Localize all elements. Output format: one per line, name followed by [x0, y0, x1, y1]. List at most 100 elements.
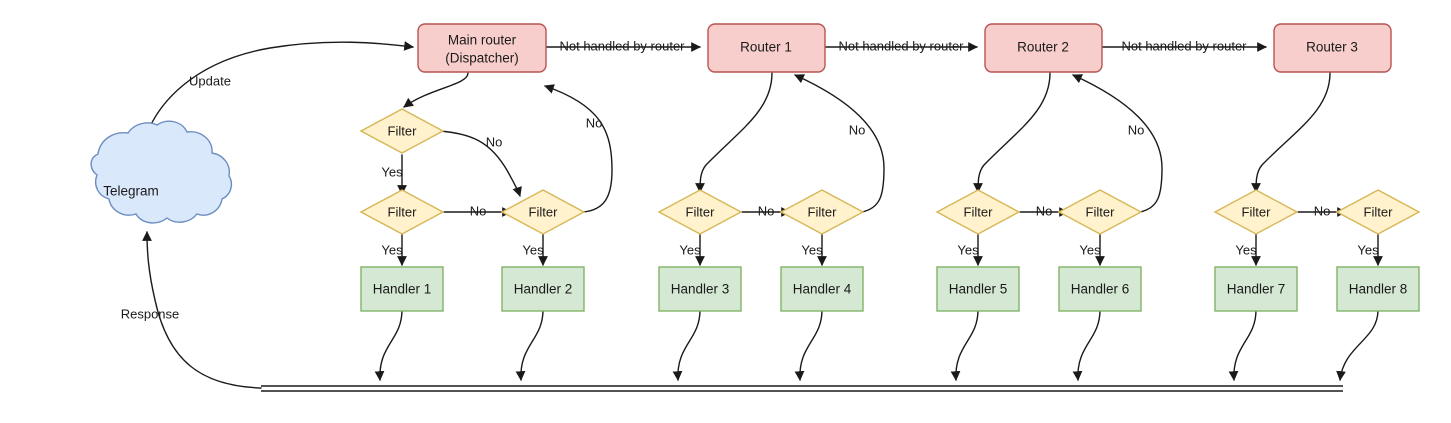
- label-yes-3: Yes: [522, 242, 544, 257]
- node-filter-6[interactable]: Filter: [935, 189, 1021, 235]
- node-filter-1[interactable]: Filter: [359, 108, 445, 154]
- node-filter-8[interactable]: Filter: [1213, 189, 1299, 235]
- edge-handler2-to-bus: [515, 309, 544, 381]
- node-filter-7[interactable]: Filter: [1057, 189, 1143, 235]
- node-handler-8[interactable]: Handler 8: [1336, 266, 1420, 312]
- handler-5-label: Handler 5: [949, 282, 1008, 297]
- handler-6-label: Handler 6: [1071, 282, 1130, 297]
- router-3-label: Router 3: [1306, 40, 1358, 55]
- node-handler-7[interactable]: Handler 7: [1214, 266, 1298, 312]
- filter-1-label: Filter: [388, 123, 418, 138]
- label-no-1: No: [486, 134, 503, 149]
- filter-6-diamond: [935, 189, 1021, 235]
- filter-5-label: Filter: [808, 204, 838, 219]
- node-handler-6[interactable]: Handler 6: [1058, 266, 1142, 312]
- router-2-label: Router 2: [1017, 40, 1069, 55]
- node-telegram[interactable]: Telegram: [90, 120, 233, 224]
- node-handler-2[interactable]: Handler 2: [501, 266, 585, 312]
- filter-5-diamond: [779, 189, 865, 235]
- label-yes-6: Yes: [957, 242, 979, 257]
- filter-3-diamond: [500, 189, 586, 235]
- label-yes-7: Yes: [1079, 242, 1101, 257]
- edge-filter2-no-mainrouter: [544, 84, 613, 213]
- filter-8-diamond: [1213, 189, 1299, 235]
- edge-filter5-no-router1: [794, 74, 885, 213]
- edge-filter7-no-router2: [1072, 74, 1163, 213]
- node-handler-4[interactable]: Handler 4: [780, 266, 864, 312]
- edge-handler7-to-bus: [1228, 309, 1257, 381]
- filter-2-diamond: [359, 189, 445, 235]
- label-update: Update: [189, 73, 231, 88]
- label-no-2: No: [586, 115, 603, 130]
- cloud-icon: [90, 120, 233, 224]
- edge-handler3-to-bus: [672, 309, 701, 381]
- label-no-7: No: [1036, 203, 1053, 218]
- node-filter-4[interactable]: Filter: [657, 189, 743, 235]
- edge-filter1-no-filter2: [439, 130, 522, 197]
- handler-2-label: Handler 2: [514, 282, 573, 297]
- filter-4-label: Filter: [686, 204, 716, 219]
- edge-handler6-to-bus: [1072, 309, 1101, 381]
- label-no-8: No: [1314, 203, 1331, 218]
- handler-8-box: [1336, 266, 1420, 312]
- filter-8-label: Filter: [1242, 204, 1272, 219]
- label-response: Response: [121, 306, 180, 321]
- node-filter-3[interactable]: Filter: [500, 189, 586, 235]
- node-filter-9[interactable]: Filter: [1335, 189, 1421, 235]
- node-handler-5[interactable]: Handler 5: [936, 266, 1020, 312]
- handler-1-box: [360, 266, 444, 312]
- edge-response: [142, 231, 262, 389]
- filter-7-label: Filter: [1086, 204, 1116, 219]
- router-3-box: [1273, 23, 1392, 73]
- filter-3-label: Filter: [529, 204, 559, 219]
- label-yes-8: Yes: [1235, 242, 1257, 257]
- handler-4-label: Handler 4: [793, 282, 852, 297]
- edge-handler1-to-bus: [374, 309, 403, 381]
- edge-router3-to-filter8: [1251, 72, 1331, 193]
- node-filter-2[interactable]: Filter: [359, 189, 445, 235]
- handler-3-label: Handler 3: [671, 282, 730, 297]
- handler-3-box: [658, 266, 742, 312]
- handler-1-label: Handler 1: [373, 282, 432, 297]
- filter-1-diamond: [359, 108, 445, 154]
- edge-router1-to-filter4: [695, 72, 773, 193]
- node-handler-1[interactable]: Handler 1: [360, 266, 444, 312]
- edge-mainrouter-to-filter1: [403, 72, 469, 108]
- edge-label-layer: Update Response Not handled by router No…: [121, 38, 1379, 321]
- node-handler-3[interactable]: Handler 3: [658, 266, 742, 312]
- handler-4-box: [780, 266, 864, 312]
- filter-2-label: Filter: [388, 204, 418, 219]
- handler-5-box: [936, 266, 1020, 312]
- edge-handler8-to-bus: [1336, 309, 1379, 381]
- filter-7-diamond: [1057, 189, 1143, 235]
- telegram-label: Telegram: [103, 184, 159, 199]
- label-no-4: No: [849, 122, 866, 137]
- filter-6-label: Filter: [964, 204, 994, 219]
- node-router-2[interactable]: Router 2: [984, 23, 1103, 73]
- node-main-router[interactable]: Main router (Dispatcher): [417, 23, 547, 73]
- label-no-3: No: [470, 203, 487, 218]
- filter-4-diamond: [657, 189, 743, 235]
- label-yes-2: Yes: [381, 242, 403, 257]
- handler-7-label: Handler 7: [1227, 282, 1286, 297]
- node-router-1[interactable]: Router 1: [707, 23, 826, 73]
- node-router-3[interactable]: Router 3: [1273, 23, 1392, 73]
- edge-router2-to-filter6: [973, 72, 1051, 193]
- edge-update: [139, 41, 414, 159]
- label-not-handled-2: Not handled by router: [838, 38, 964, 53]
- edge-handler5-to-bus: [950, 309, 979, 381]
- main-router-label-line2: (Dispatcher): [445, 51, 519, 66]
- handler-2-box: [501, 266, 585, 312]
- router-1-box: [707, 23, 826, 73]
- handler-6-box: [1058, 266, 1142, 312]
- label-no-6: No: [1128, 122, 1145, 137]
- router-2-box: [984, 23, 1103, 73]
- node-filter-5[interactable]: Filter: [779, 189, 865, 235]
- router-1-label: Router 1: [740, 40, 792, 55]
- label-not-handled-1: Not handled by router: [559, 38, 685, 53]
- handler-8-label: Handler 8: [1349, 282, 1408, 297]
- main-router-label-line1: Main router: [448, 33, 517, 48]
- label-yes-4: Yes: [679, 242, 701, 257]
